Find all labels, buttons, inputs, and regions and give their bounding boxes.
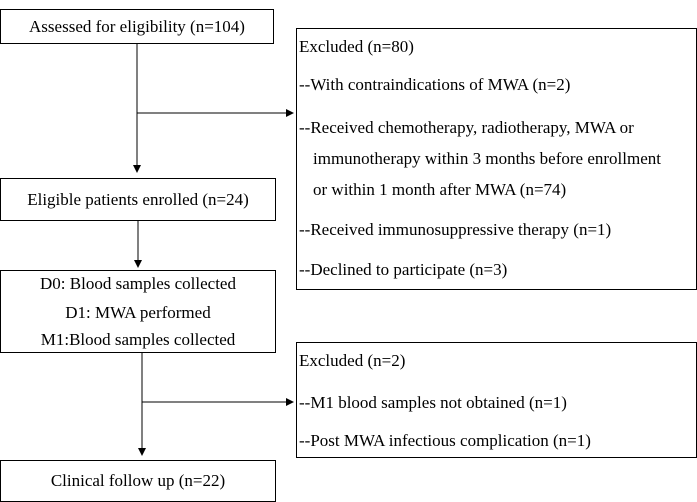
excluded-1-item-prior-therapy: --Received chemotherapy, radiotherapy, M… bbox=[299, 118, 634, 137]
excluded-2-title: Excluded (n=2) bbox=[299, 351, 406, 370]
enrolled-label: Eligible patients enrolled (n=24) bbox=[27, 189, 249, 209]
assessed-label: Assessed for eligibility (n=104) bbox=[29, 16, 245, 36]
procedure-line-d0: D0: Blood samples collected bbox=[40, 274, 236, 293]
excluded-2-item-infectious-complication: --Post MWA infectious complication (n=1) bbox=[299, 431, 591, 450]
excluded-1-item-immunosuppressive: --Received immunosuppressive therapy (n=… bbox=[299, 220, 612, 239]
excluded-1-item-contraindications: --With contraindications of MWA (n=2) bbox=[299, 75, 571, 94]
excluded-box-1: Excluded (n=80) --With contraindications… bbox=[296, 28, 697, 290]
procedure-box: D0: Blood samples collected D1: MWA perf… bbox=[0, 270, 276, 353]
excluded-1-title: Excluded (n=80) bbox=[299, 37, 414, 56]
enrolled-box: Eligible patients enrolled (n=24) bbox=[0, 178, 276, 221]
excluded-1-item-prior-therapy-cont-1: immunotherapy within 3 months before enr… bbox=[313, 149, 661, 168]
excluded-1-item-declined: --Declined to participate (n=3) bbox=[299, 260, 508, 279]
assessed-box: Assessed for eligibility (n=104) bbox=[0, 9, 274, 44]
procedure-line-m1: M1:Blood samples collected bbox=[40, 330, 236, 349]
followup-box: Clinical follow up (n=22) bbox=[0, 460, 276, 502]
excluded-2-item-samples-not-obtained: --M1 blood samples not obtained (n=1) bbox=[299, 393, 567, 412]
followup-label: Clinical follow up (n=22) bbox=[50, 471, 226, 490]
excluded-box-2: Excluded (n=2) --M1 blood samples not ob… bbox=[296, 342, 697, 458]
procedure-line-d1: D1: MWA performed bbox=[65, 303, 211, 322]
excluded-1-item-prior-therapy-cont-2: or within 1 month after MWA (n=74) bbox=[313, 180, 567, 199]
